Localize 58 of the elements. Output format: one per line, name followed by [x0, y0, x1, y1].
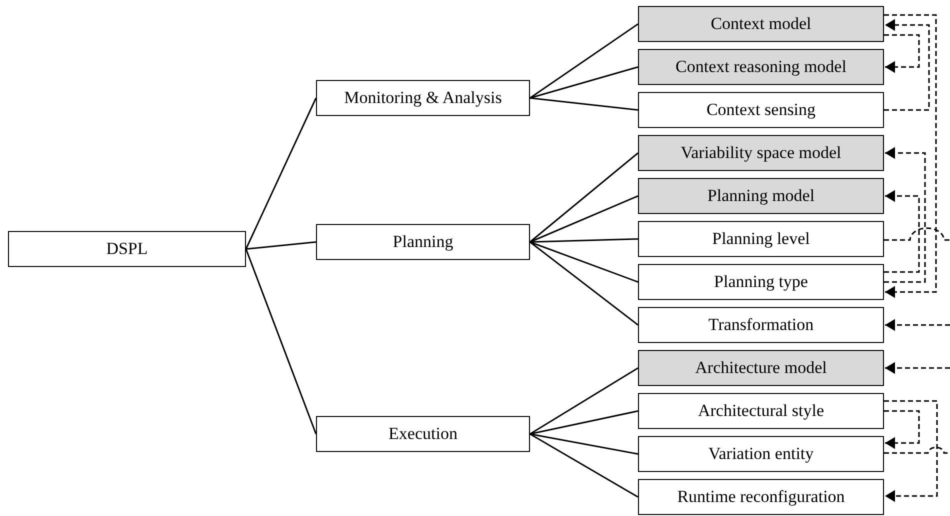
connector-line — [530, 367, 638, 435]
label-box — [638, 307, 884, 343]
box-label: Context reasoning model — [676, 57, 846, 77]
box-label: Execution — [388, 424, 458, 444]
box-label: Planning type — [714, 272, 808, 292]
box-label: Planning model — [707, 186, 815, 206]
dashed-arrow — [884, 34, 920, 73]
dashed-arrow — [884, 400, 938, 502]
dashed-arrow — [884, 410, 920, 449]
connector-line — [530, 195, 638, 243]
box-label: Architectural style — [698, 401, 824, 421]
dashed-line — [884, 446, 950, 454]
dashed-arrow — [884, 19, 930, 111]
box-label: Context sensing — [706, 100, 816, 120]
box-label: Runtime reconfiguration — [677, 487, 845, 507]
dashed-arrow — [884, 14, 937, 298]
connector-line — [530, 66, 638, 99]
label-box — [316, 416, 530, 452]
dashed-arrow — [885, 362, 950, 374]
box-label: Architecture model — [695, 358, 827, 378]
box-label: Monitoring & Analysis — [344, 88, 502, 108]
label-box — [638, 178, 884, 214]
box-label: Variability space model — [680, 143, 842, 163]
label-box — [8, 231, 246, 267]
connector-line — [245, 98, 317, 250]
label-box — [638, 350, 884, 386]
label-box — [638, 221, 884, 257]
label-box — [638, 92, 884, 128]
box-label: Planning — [392, 232, 454, 252]
label-box — [316, 224, 530, 260]
box-label: DSPL — [106, 239, 148, 259]
connector-line — [246, 241, 316, 250]
box-label: Variation entity — [708, 444, 814, 464]
box-label: Transformation — [708, 315, 814, 335]
box-label: Context model — [710, 14, 812, 34]
dashed-arrow — [884, 190, 920, 273]
connector-line — [530, 23, 638, 99]
connector-line — [530, 433, 638, 498]
box-label: Planning level — [712, 229, 810, 249]
label-box — [638, 49, 884, 85]
label-box — [316, 80, 530, 116]
dashed-line — [884, 227, 950, 241]
connector-line — [530, 410, 638, 435]
connector-line — [530, 97, 638, 111]
label-box — [638, 135, 884, 171]
connector-line — [530, 152, 638, 243]
dashed-arrow — [884, 147, 926, 283]
label-box — [638, 436, 884, 472]
label-box — [638, 393, 884, 429]
connector-line — [530, 241, 638, 283]
label-box — [638, 479, 884, 515]
connector-line — [245, 248, 317, 434]
connector-line — [530, 238, 638, 243]
dashed-arrow — [885, 319, 950, 331]
connector-line — [530, 241, 638, 326]
connector-line — [530, 433, 638, 455]
label-box — [638, 6, 884, 42]
label-box — [638, 264, 884, 300]
